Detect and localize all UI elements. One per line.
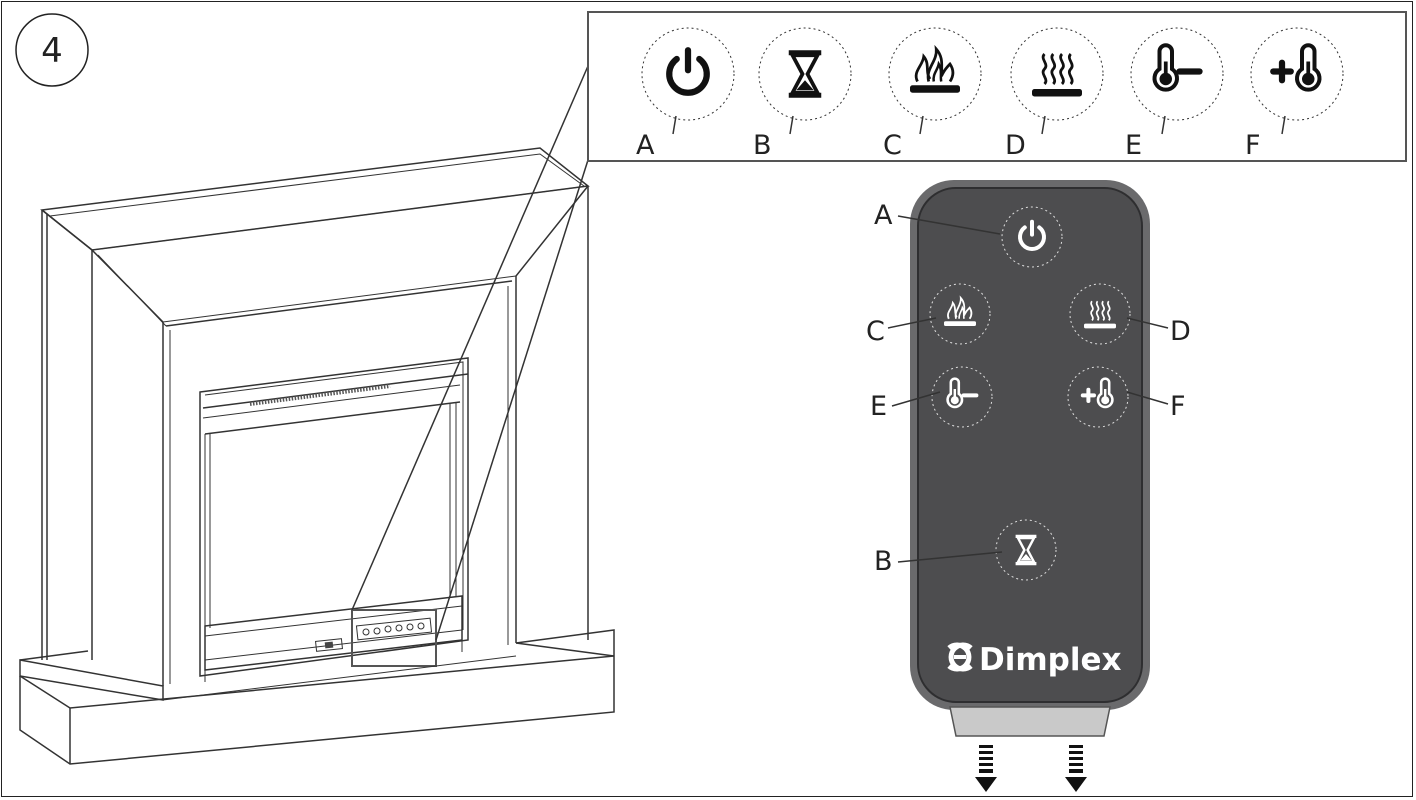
power-button[interactable] — [1001, 206, 1063, 268]
legend-item-c: C — [883, 27, 982, 161]
legend-letter: D — [1005, 130, 1026, 161]
legend-item-a: A — [636, 27, 735, 161]
heat-button[interactable] — [1069, 283, 1131, 345]
label-d: D — [1170, 316, 1191, 347]
label-a: A — [874, 200, 893, 231]
remote-control — [910, 180, 1150, 737]
step-number: 4 — [41, 31, 63, 71]
temperature-down-button[interactable] — [931, 366, 993, 428]
fireplace-illustration — [19, 65, 615, 765]
timer-button[interactable] — [995, 519, 1057, 581]
legend-item-d: D — [1005, 27, 1104, 161]
label-c: C — [866, 316, 885, 347]
temperature-up-button[interactable] — [1067, 366, 1129, 428]
dimplex-logo: Dimplex — [947, 642, 1122, 678]
icon-legend-panel — [587, 11, 1407, 162]
remote-labels: A C D E F B — [866, 200, 1191, 577]
legend-letter: B — [753, 130, 772, 161]
legend-letter: F — [1245, 130, 1261, 161]
legend-item-f: F — [1245, 27, 1344, 161]
signal-arrows — [975, 745, 1087, 792]
brand-name: Dimplex — [979, 642, 1122, 678]
legend-letter: E — [1125, 130, 1142, 161]
flame-button[interactable] — [929, 283, 991, 345]
label-f: F — [1170, 391, 1186, 422]
label-b: B — [874, 546, 893, 577]
legend-letter: C — [883, 130, 902, 161]
legend-item-b: B — [753, 27, 852, 161]
label-e: E — [870, 391, 887, 422]
legend-letter: A — [636, 130, 655, 161]
legend-item-e: E — [1125, 27, 1224, 161]
step-number-badge: 4 — [15, 13, 89, 87]
